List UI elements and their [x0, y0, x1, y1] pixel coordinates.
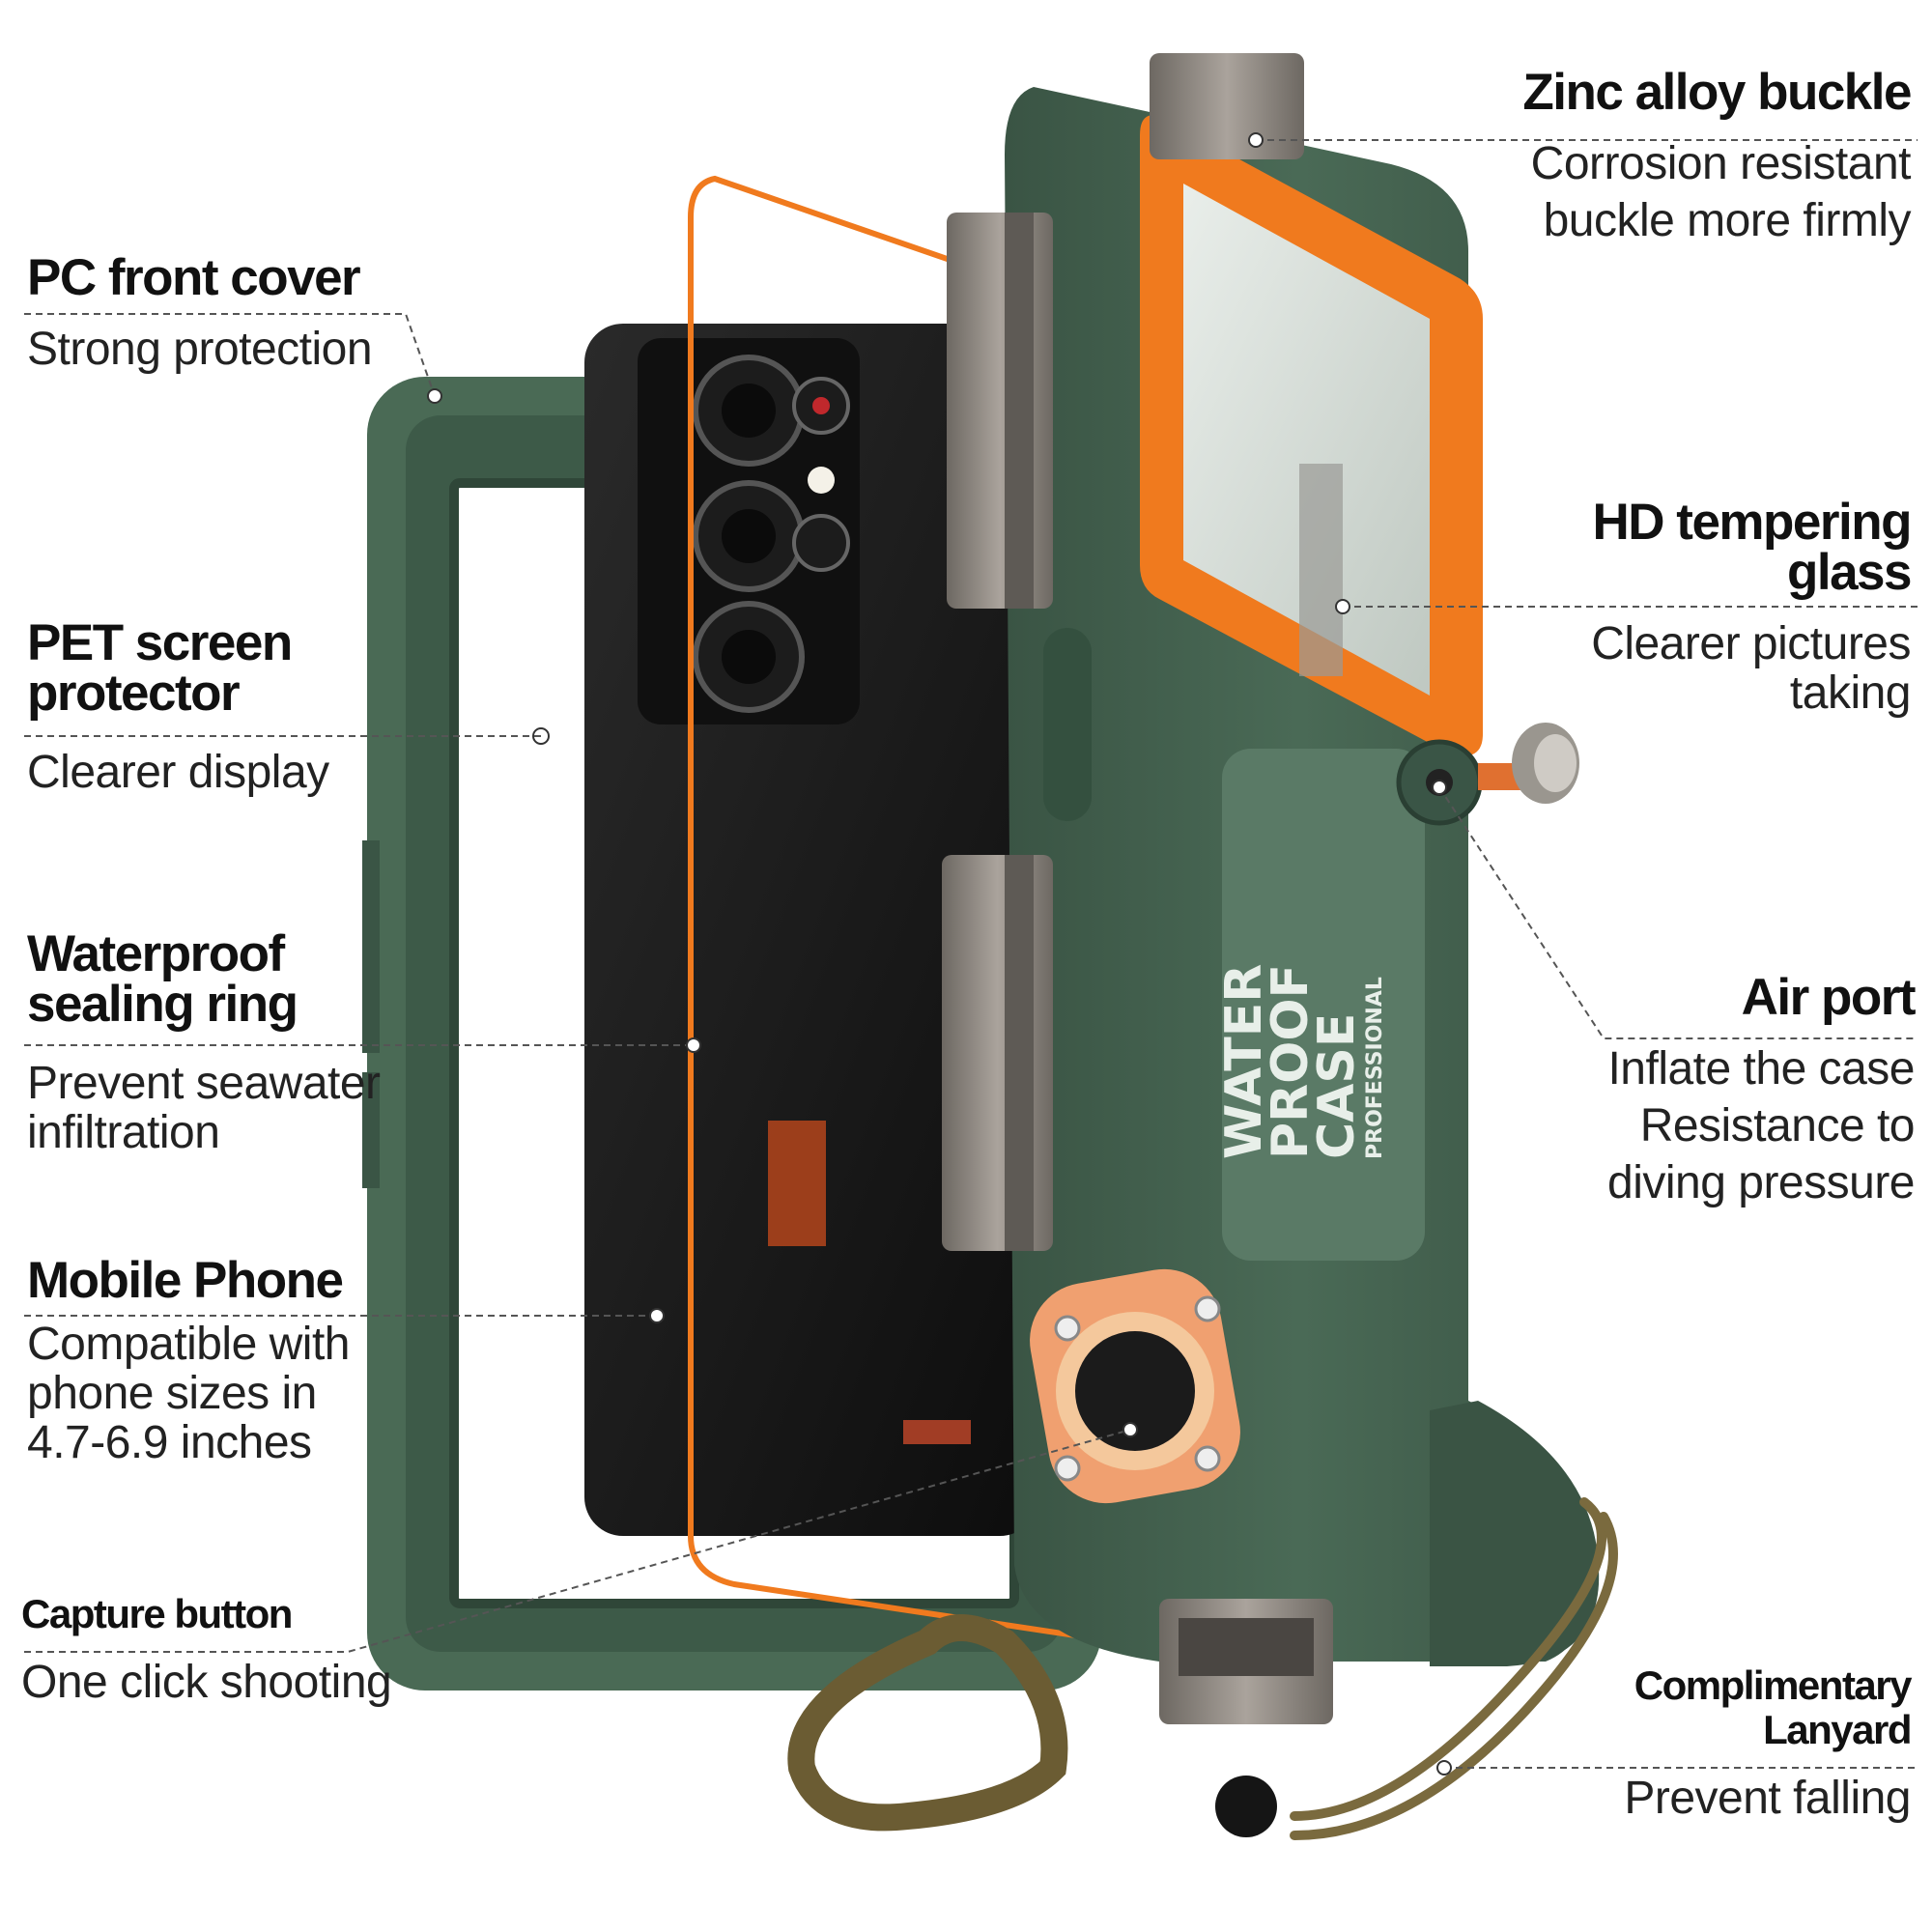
callout-desc: Resistance to	[1639, 1100, 1916, 1151]
callout-zinc-buckle: Zinc alloy buckle Corrosion resistant bu…	[1408, 64, 1912, 246]
callout-desc: buckle more firmly	[1543, 195, 1912, 246]
capture-button-shape	[1030, 1268, 1240, 1504]
callout-title: Capture button	[21, 1591, 293, 1636]
callout-desc: diving pressure	[1607, 1157, 1916, 1208]
callout-pc-front-cover: PC front cover Strong protection	[27, 249, 413, 375]
callout-title: PET screen	[27, 614, 293, 671]
callout-desc: Prevent falling	[1624, 1773, 1911, 1824]
case-body-shape	[1005, 87, 1600, 1666]
case-logo-line-4: PROFESSIONAL	[1363, 977, 1387, 1159]
callout-desc: infiltration	[27, 1107, 220, 1158]
callout-capture-button: Capture button One click shooting	[21, 1591, 446, 1708]
callout-title: Zinc alloy buckle	[1522, 64, 1912, 121]
callout-desc: Clearer display	[27, 747, 329, 798]
callout-desc: One click shooting	[21, 1657, 392, 1708]
callout-desc: 4.7-6.9 inches	[27, 1417, 312, 1468]
callout-desc: Clearer pictures	[1591, 618, 1911, 669]
callout-pet-screen-protector: PET screen protector Clearer display	[27, 614, 433, 798]
callout-title: glass	[1786, 544, 1913, 601]
callout-desc: Corrosion resistant	[1530, 138, 1912, 189]
callout-title: sealing ring	[27, 976, 298, 1033]
case-logo: WATER PROOF CASE PROFESSIONAL	[1215, 964, 1387, 1159]
case-logo-line-1: WATER	[1215, 964, 1273, 1159]
buckle-shapes	[942, 53, 1333, 1724]
callout-title: Lanyard	[1763, 1707, 1912, 1752]
callout-sealing-ring: Waterproof sealing ring Prevent seawater…	[27, 925, 433, 1158]
callout-hd-glass: HD tempering glass Clearer pictures taki…	[1447, 494, 1913, 719]
lanyard-shape	[787, 1497, 1618, 1840]
case-logo-line-2: PROOF	[1262, 964, 1320, 1159]
callout-desc: Prevent seawater	[27, 1058, 381, 1109]
callout-title: PC front cover	[27, 249, 361, 306]
sealing-ring-shape	[688, 175, 1123, 1646]
callout-mobile-phone: Mobile Phone Compatible with phone sizes…	[27, 1252, 433, 1468]
callout-desc: Strong protection	[27, 324, 373, 375]
callout-title: Air port	[1741, 969, 1917, 1026]
callout-title: protector	[27, 665, 241, 722]
callout-desc: phone sizes in	[27, 1368, 317, 1419]
callout-title: HD tempering	[1592, 494, 1913, 551]
leader-lines	[24, 139, 1918, 1769]
callout-title: Waterproof	[27, 925, 285, 982]
callout-desc: Inflate the case	[1607, 1043, 1915, 1094]
callout-lanyard: Complimentary Lanyard Prevent falling	[1486, 1662, 1913, 1824]
callout-desc: taking	[1789, 668, 1912, 719]
callout-title: Mobile Phone	[27, 1252, 344, 1309]
callout-air-port: Air port Inflate the case Resistance to …	[1451, 969, 1917, 1208]
callout-title: Complimentary	[1634, 1662, 1913, 1708]
case-logo-line-3: CASE	[1308, 1013, 1366, 1159]
leader-dots	[427, 132, 1452, 1776]
callout-desc: Compatible with	[27, 1319, 350, 1370]
